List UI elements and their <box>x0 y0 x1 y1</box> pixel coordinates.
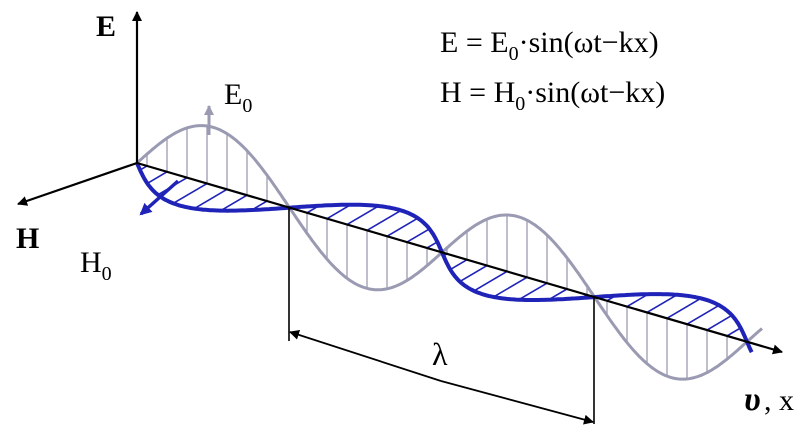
h-hatch-line <box>346 205 379 226</box>
e-amplitude-label: E0 <box>224 78 252 117</box>
h-equation: H = H0·sin(ωt−kx) <box>440 76 665 115</box>
h-hatch-line <box>426 241 438 249</box>
h-axis-line <box>17 161 138 206</box>
x-axis-label: , x <box>764 384 794 417</box>
velocity-label: υ <box>744 381 761 418</box>
e-equation: E = E0·sin(ωt−kx) <box>440 26 659 65</box>
wavelength-arrow-forward <box>440 380 594 425</box>
wavelength-arrow-back <box>289 330 442 382</box>
h-hatch-line <box>386 217 419 237</box>
h-field-wave <box>135 162 754 354</box>
h-hatch-line <box>626 293 649 308</box>
e-field-wave <box>135 124 763 381</box>
h-hatch-line <box>406 228 430 243</box>
h-hatch-line <box>706 314 733 331</box>
h-hatch-line <box>686 304 720 325</box>
h-amplitude-arrow <box>139 179 180 216</box>
h-hatch-line <box>366 209 402 232</box>
h-hatch-line <box>459 264 488 283</box>
h-hatch-line <box>326 204 352 220</box>
h-hatch-line <box>172 182 208 205</box>
h-hatch-line <box>193 188 228 210</box>
h-hatch-line <box>220 194 248 212</box>
h-amplitude-label: H0 <box>80 246 112 285</box>
h-axis-label: H <box>16 222 39 255</box>
propagation-axis <box>136 161 783 355</box>
h-hatch-line <box>666 297 702 319</box>
e-axis-label: E <box>96 10 116 43</box>
h-hatch-line <box>473 270 508 292</box>
h-hatch-line <box>518 282 548 301</box>
h-hatch-line <box>726 327 742 337</box>
h-hatch-line <box>449 259 468 271</box>
h-hatch-line <box>146 171 168 185</box>
h-hatch-line <box>493 276 528 298</box>
wavelength-label: λ <box>432 336 448 372</box>
h-hatch-line <box>646 294 678 314</box>
